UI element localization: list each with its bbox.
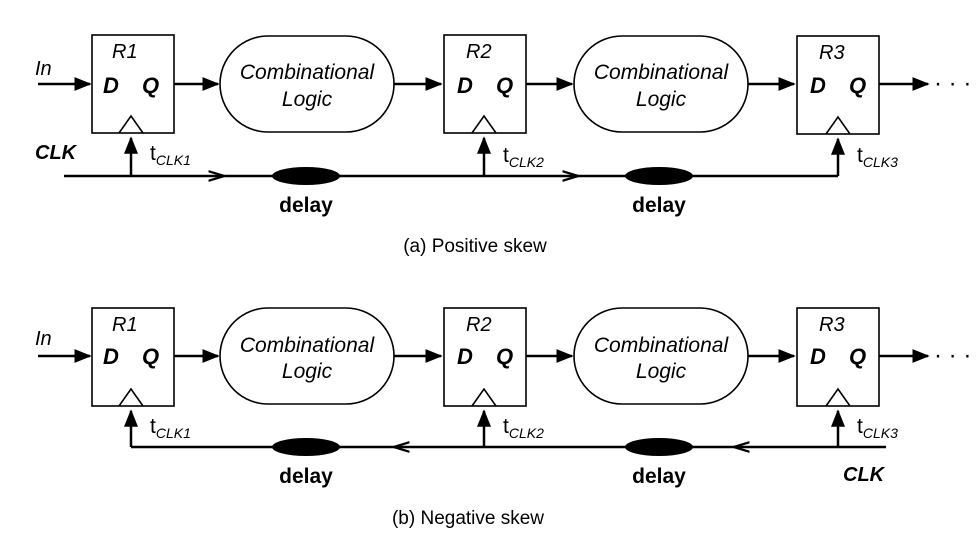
register-r3: R3 D Q <box>796 307 880 407</box>
delay-label: delay <box>279 465 333 488</box>
logic-line1: Combinational <box>240 61 376 84</box>
clock-triangle-icon <box>825 115 851 135</box>
q-pin-label: Q <box>849 344 866 369</box>
register-name: R2 <box>466 41 492 63</box>
logic-line1: Combinational <box>594 61 730 84</box>
register-r2: R2 D Q <box>443 307 527 407</box>
q-pin-label: Q <box>142 344 159 369</box>
register-r1: R1 D Q <box>91 307 175 407</box>
clock-triangle-icon <box>825 387 851 407</box>
input-label: In <box>35 58 52 80</box>
clock-label: CLK <box>35 142 78 164</box>
delay-element <box>625 438 693 456</box>
clock-triangle-icon <box>471 387 497 407</box>
q-pin-label: Q <box>142 73 159 98</box>
caption: (a) Positive skew <box>403 236 547 257</box>
d-pin-label: D <box>810 73 826 98</box>
register-name: R1 <box>112 314 138 336</box>
d-pin-label: D <box>457 344 473 369</box>
combinational-logic-block: Combinational Logic <box>573 35 749 133</box>
clock-label: CLK <box>843 464 886 486</box>
register-name: R2 <box>466 314 492 336</box>
caption: (b) Negative skew <box>392 508 544 529</box>
logic-line2: Logic <box>636 360 687 383</box>
continuation-ellipsis: · · · <box>934 70 971 97</box>
q-pin-label: Q <box>849 73 866 98</box>
register-r2: R2 D Q <box>443 34 527 134</box>
tclk3-label: tCLK3 <box>857 415 898 441</box>
clock-triangle-icon <box>118 114 144 134</box>
register-r3: R3 D Q <box>796 35 880 135</box>
clock-triangle-icon <box>471 114 497 134</box>
combinational-logic-block: Combinational Logic <box>573 307 749 405</box>
logic-line1: Combinational <box>594 334 730 357</box>
tclk1-label: tCLK1 <box>150 415 191 441</box>
combinational-logic-block: Combinational Logic <box>219 35 395 133</box>
register-name: R1 <box>112 41 138 63</box>
delay-label: delay <box>632 465 686 488</box>
panel-positive-skew: In R1 D Q Combinational Logic R2 D Q <box>35 34 971 257</box>
d-pin-label: D <box>810 344 826 369</box>
continuation-ellipsis: · · · <box>934 342 971 369</box>
delay-element <box>272 167 340 185</box>
q-pin-label: Q <box>496 344 513 369</box>
tclk2-label: tCLK2 <box>503 415 544 441</box>
register-name: R3 <box>819 42 845 64</box>
logic-line2: Logic <box>636 88 687 111</box>
tclk2-label: tCLK2 <box>503 144 544 170</box>
d-pin-label: D <box>457 73 473 98</box>
clock-triangle-icon <box>118 387 144 407</box>
delay-element <box>272 438 340 456</box>
delay-label: delay <box>279 194 333 217</box>
tclk1-label: tCLK1 <box>150 142 191 168</box>
logic-line1: Combinational <box>240 334 376 357</box>
d-pin-label: D <box>103 344 119 369</box>
d-pin-label: D <box>103 73 119 98</box>
register-name: R3 <box>819 314 845 336</box>
logic-line2: Logic <box>282 88 333 111</box>
combinational-logic-block: Combinational Logic <box>219 307 395 405</box>
register-r1: R1 D Q <box>91 34 175 134</box>
panel-negative-skew: In R1 D Q Combinational Logic R2 D Q Com… <box>35 307 971 529</box>
input-label: In <box>35 328 52 350</box>
tclk3-label: tCLK3 <box>857 144 898 170</box>
delay-element <box>625 167 693 185</box>
delay-label: delay <box>632 194 686 217</box>
q-pin-label: Q <box>496 73 513 98</box>
logic-line2: Logic <box>282 360 333 383</box>
